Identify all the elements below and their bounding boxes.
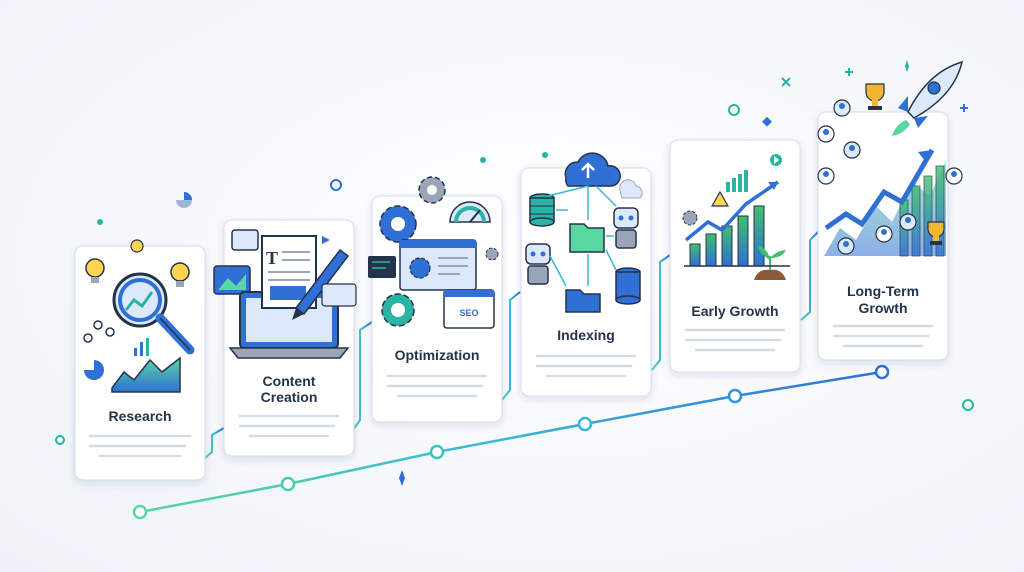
rocket-icon bbox=[892, 60, 964, 136]
stage-title-long-term-growth-line2: Growth bbox=[859, 300, 908, 316]
stage-text-placeholder bbox=[386, 374, 488, 398]
stage-text-placeholder bbox=[535, 354, 637, 378]
stage-text-placeholder bbox=[684, 328, 786, 352]
cloud-robots-database-icon bbox=[525, 152, 643, 313]
trophy-icon bbox=[865, 83, 945, 245]
stage-title-indexing: Indexing bbox=[557, 327, 615, 343]
stage-card-indexing[interactable]: Indexing bbox=[520, 152, 652, 397]
decorative-sparkles bbox=[55, 60, 974, 486]
timeline-nodes bbox=[132, 364, 890, 520]
stage-title-optimization: Optimization bbox=[395, 347, 480, 363]
gears-seo-window-icon: SEO bbox=[368, 176, 499, 329]
stage-title-research: Research bbox=[108, 408, 171, 424]
seo-badge: SEO bbox=[459, 308, 478, 318]
magnifier-chart-icon bbox=[83, 239, 195, 393]
timeline-line bbox=[139, 370, 883, 514]
stage-title-content-creation-line1: Content bbox=[263, 373, 316, 389]
stage-card-research[interactable]: Research bbox=[74, 239, 206, 481]
stage-card-long-term-growth[interactable]: Long-Term Growth bbox=[817, 60, 964, 361]
stage-title-early-growth: Early Growth bbox=[691, 303, 778, 319]
stage-title-long-term-growth-line1: Long-Term bbox=[847, 283, 919, 299]
stage-text-placeholder bbox=[832, 324, 934, 348]
stage-card-content-creation[interactable]: T Content Creation bbox=[213, 219, 357, 457]
bar-chart-sprout-icon bbox=[682, 154, 790, 280]
laptop-document-pen-icon: T bbox=[213, 229, 357, 359]
stage-card-optimization[interactable]: SEO Optimization bbox=[368, 176, 503, 423]
rocket-trophy-chart-icon bbox=[817, 60, 964, 257]
stage-text-placeholder bbox=[88, 434, 192, 458]
stage-card-early-growth[interactable]: Early Growth bbox=[669, 139, 801, 373]
stage-text-placeholder bbox=[238, 414, 340, 438]
svg-text:T: T bbox=[266, 248, 278, 268]
stage-title-content-creation-line2: Creation bbox=[261, 389, 318, 405]
